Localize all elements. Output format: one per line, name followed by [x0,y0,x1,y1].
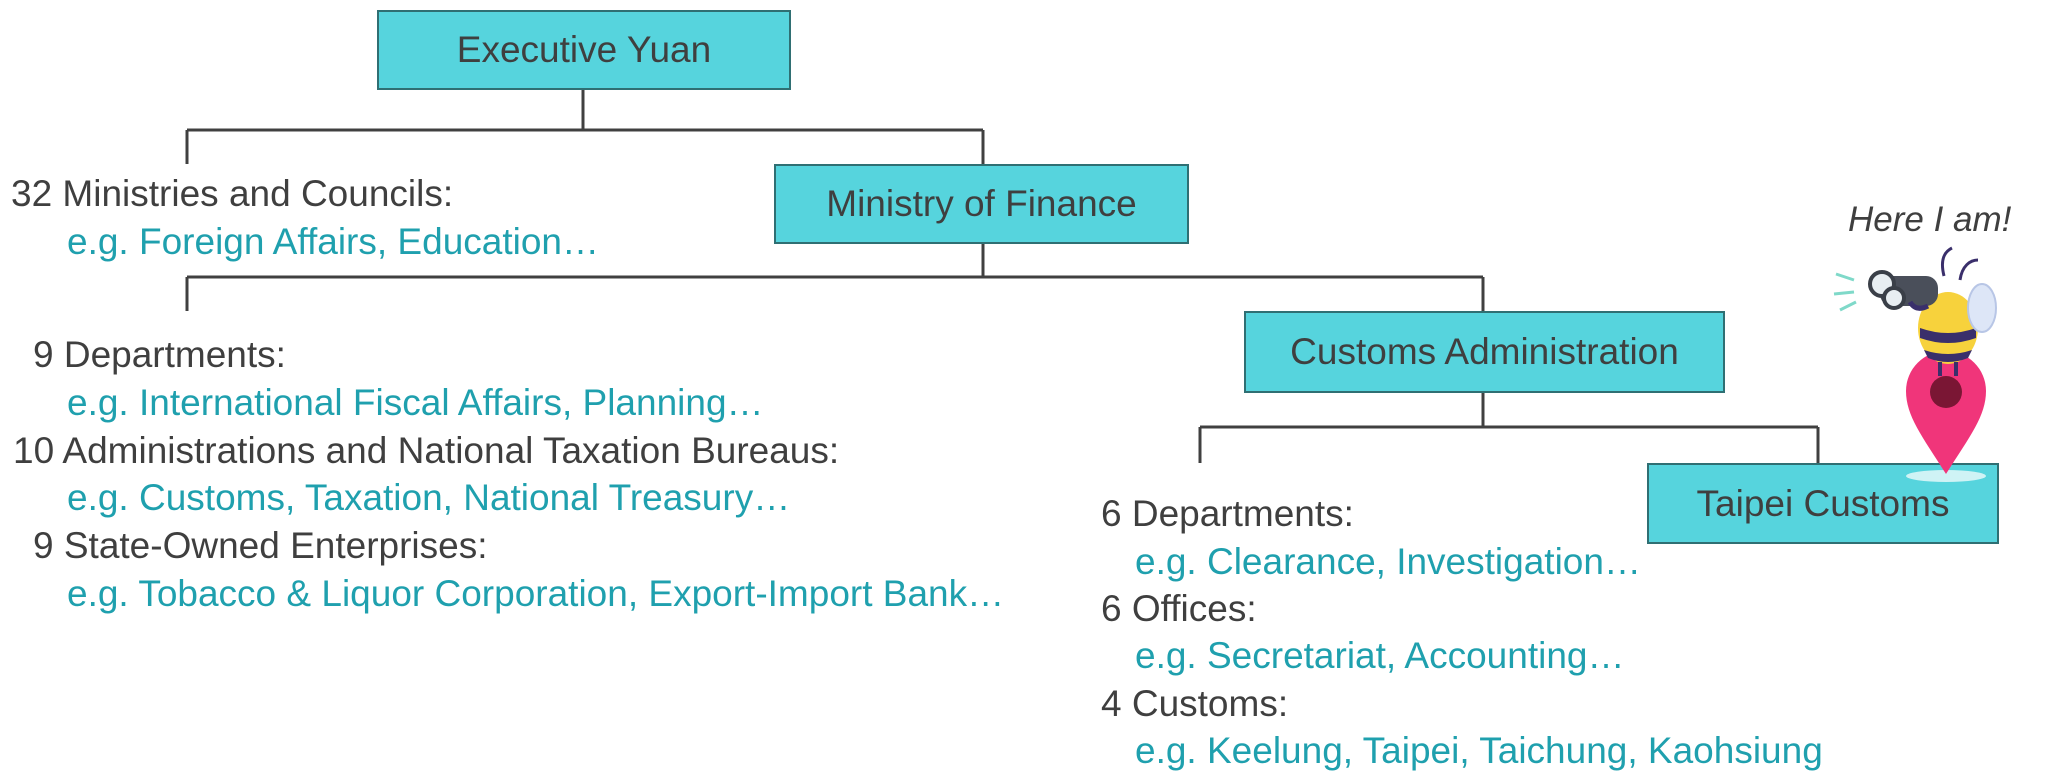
node-customs-administration-label: Customs Administration [1290,331,1679,372]
ministries-label: 32 Ministries and Councils: [11,173,454,214]
customs-customs-example: e.g. Keelung, Taipei, Taichung, Kaohsiun… [1135,730,1823,771]
customs-offices-example: e.g. Secretariat, Accounting… [1135,635,1625,676]
node-executive-yuan: Executive Yuan [377,10,791,90]
customs-departments-example: e.g. Clearance, Investigation… [1135,541,1641,582]
here-i-am-callout: Here I am! [1848,200,2012,239]
mof-departments-example: e.g. International Fiscal Affairs, Plann… [67,382,764,423]
node-ministry-of-finance: Ministry of Finance [774,164,1189,244]
mof-departments-label: 9 Departments: [33,334,286,375]
mascot-with-binoculars-icon [1833,246,1997,376]
mof-enterprises-example: e.g. Tobacco & Liquor Corporation, Expor… [67,573,1005,614]
mof-administrations-label: 10 Administrations and National Taxation… [13,430,840,471]
mof-administrations-example: e.g. Customs, Taxation, National Treasur… [67,477,791,518]
mof-enterprises-label: 9 State-Owned Enterprises: [33,525,488,566]
ministries-example: e.g. Foreign Affairs, Education… [67,221,600,262]
customs-offices-label: 6 Offices: [1101,588,1257,629]
node-ministry-of-finance-label: Ministry of Finance [826,183,1137,224]
location-pin-icon [1906,351,1986,482]
customs-departments-label: 6 Departments: [1101,493,1354,534]
customs-customs-label: 4 Customs: [1101,683,1289,724]
mascot-group [1833,246,1997,482]
node-taipei-customs-label: Taipei Customs [1696,482,1950,524]
node-customs-administration: Customs Administration [1244,311,1725,393]
node-executive-yuan-label: Executive Yuan [456,29,712,70]
node-taipei-customs: Taipei Customs [1647,463,1999,544]
